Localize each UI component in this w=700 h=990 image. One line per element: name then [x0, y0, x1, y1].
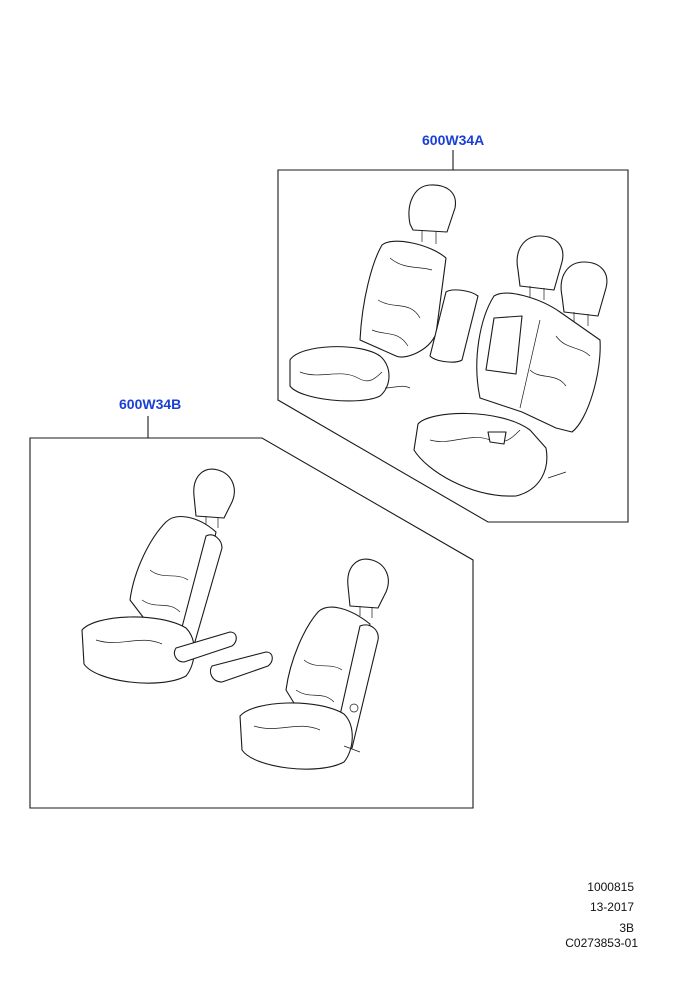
front-armrest-loose [209, 651, 273, 683]
rear-seatback-right [476, 292, 601, 433]
rear-headrest-right [560, 261, 608, 326]
group-a-panel [277, 150, 629, 523]
footer-line-1: 1000815 [587, 880, 634, 894]
callout-label-600w34b: 600W34B [119, 396, 182, 412]
footer-line-3: 3B [619, 921, 634, 935]
front-seat-right [239, 558, 389, 770]
front-headrest-right [347, 558, 389, 609]
group-a-frame [277, 169, 629, 523]
rear-headrest-left [408, 184, 456, 244]
footer-line-4: C0273853-01 [565, 936, 638, 950]
front-armrest-left [173, 631, 237, 663]
callout-label-600w34a: 600W34A [422, 132, 485, 148]
group-b-frame [29, 437, 474, 809]
group-b-panel [29, 416, 474, 809]
footer-line-2: 13-2017 [589, 900, 634, 914]
front-seat-left [81, 468, 273, 684]
rear-headrest-center [516, 235, 564, 300]
rear-center-armrest [429, 289, 479, 363]
rear-seatback-left [359, 240, 447, 358]
rear-cushion-left [289, 346, 411, 402]
rear-cushion-right [413, 412, 567, 497]
front-headrest-left [193, 468, 235, 519]
